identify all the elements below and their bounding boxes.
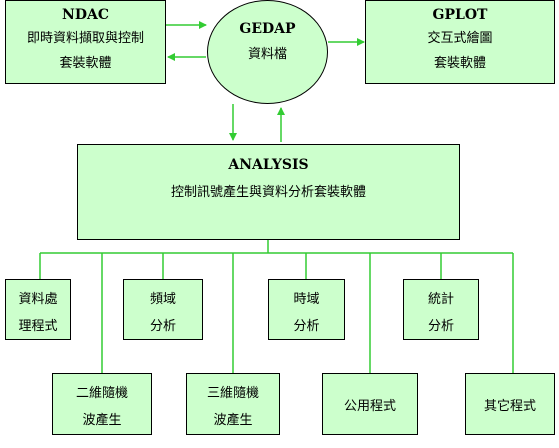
node-gedap: GEDAP 資料檔 — [207, 0, 328, 104]
node-data-processing-line2: 理程式 — [18, 319, 58, 334]
node-random-2d-wave-line1: 二維隨機 — [75, 386, 128, 401]
node-utility-programs: 公用程式 — [322, 373, 418, 435]
node-random-3d-wave: 三維隨機 波產生 — [186, 373, 280, 435]
node-frequency-analysis-line1: 頻域 — [149, 292, 176, 307]
node-gedap-title: GEDAP — [239, 21, 296, 37]
node-time-analysis: 時域 分析 — [268, 279, 345, 340]
node-gplot-line2: 套裝軟體 — [433, 56, 486, 71]
node-gedap-line1: 資料檔 — [247, 47, 287, 62]
node-ndac-line2: 套裝軟體 — [59, 56, 112, 71]
tree-connectors — [39, 240, 514, 373]
node-statistics-analysis-line1: 統計 — [427, 292, 454, 307]
node-statistics-analysis-line2: 分析 — [427, 319, 454, 334]
node-ndac-title: NDAC — [62, 7, 109, 23]
node-utility-programs-line1: 公用程式 — [343, 399, 396, 414]
node-random-2d-wave: 二維隨機 波產生 — [52, 373, 152, 435]
node-ndac-line1: 即時資料擷取與控制 — [26, 31, 144, 46]
node-gplot-title: GPLOT — [432, 7, 488, 23]
node-gplot: GPLOT 交互式繪圖 套裝軟體 — [365, 0, 555, 84]
node-random-3d-wave-line2: 波產生 — [213, 413, 253, 428]
node-data-processing-line1: 資料處 — [18, 292, 58, 307]
node-statistics-analysis: 統計 分析 — [403, 279, 479, 340]
node-frequency-analysis: 頻域 分析 — [123, 279, 203, 340]
node-other-programs: 其它程式 — [465, 373, 555, 435]
node-analysis-title: ANALYSIS — [228, 157, 309, 173]
node-analysis: ANALYSIS 控制訊號產生與資料分析套裝軟體 — [77, 144, 460, 240]
node-random-2d-wave-line2: 波產生 — [82, 413, 122, 428]
node-time-analysis-line1: 時域 — [293, 292, 320, 307]
node-other-programs-line1: 其它程式 — [483, 399, 536, 414]
node-ndac: NDAC 即時資料擷取與控制 套裝軟體 — [5, 0, 166, 84]
node-data-processing: 資料處 理程式 — [5, 279, 71, 340]
node-analysis-line1: 控制訊號產生與資料分析套裝軟體 — [170, 185, 366, 200]
node-frequency-analysis-line2: 分析 — [149, 319, 176, 334]
node-time-analysis-line2: 分析 — [293, 319, 320, 334]
node-gplot-line1: 交互式繪圖 — [427, 31, 493, 46]
node-random-3d-wave-line1: 三維隨機 — [206, 386, 259, 401]
